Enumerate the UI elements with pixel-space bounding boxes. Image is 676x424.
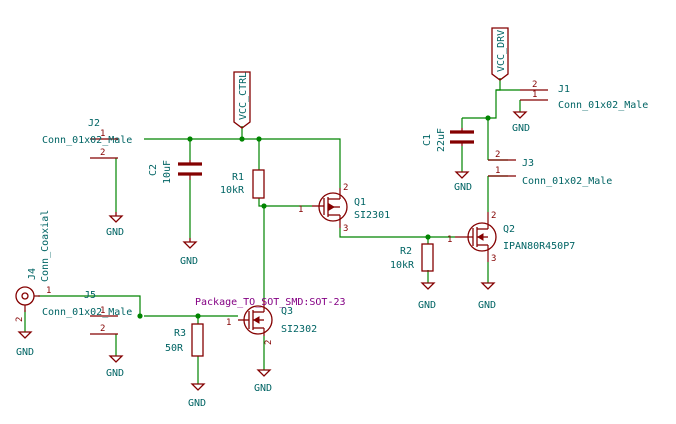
junctions xyxy=(137,115,491,319)
resistor-r3[interactable]: R3 50R xyxy=(165,323,204,357)
value-r1: 10kR xyxy=(220,185,245,196)
capacitor-c2[interactable]: C2 10uF xyxy=(148,160,202,184)
svg-text:3: 3 xyxy=(491,254,496,264)
ref-q2: Q2 xyxy=(503,224,515,235)
gnd-symbol-j1: GND xyxy=(512,111,530,134)
value-c1: 22uF xyxy=(436,128,447,152)
svg-text:GND: GND xyxy=(512,123,530,134)
gnd-symbol-j4: GND xyxy=(16,331,34,358)
ref-q1: Q1 xyxy=(354,197,366,208)
svg-text:1: 1 xyxy=(226,318,231,328)
ref-j4: J4 xyxy=(27,268,38,280)
value-q2: IPAN80R450P7 xyxy=(503,241,575,252)
svg-text:GND: GND xyxy=(418,300,436,311)
capacitor-c1[interactable]: C1 22uF xyxy=(422,128,474,152)
svg-text:GND: GND xyxy=(16,347,34,358)
gnd-symbols: GND GND GND GND GND GND GND GND xyxy=(16,111,530,409)
value-j2: Conn_01x02_Male xyxy=(42,135,132,146)
gnd-symbol-j5: GND xyxy=(106,355,124,379)
mosfet-q2[interactable]: 1 2 3 Q2 IPAN80R450P7 xyxy=(447,211,575,264)
svg-text:2: 2 xyxy=(15,317,25,322)
svg-text:GND: GND xyxy=(180,256,198,267)
value-r3: 50R xyxy=(165,343,184,354)
svg-text:3: 3 xyxy=(343,224,348,234)
svg-text:2: 2 xyxy=(491,211,496,221)
net-label-vcc-ctrl: VCC_CTRL xyxy=(238,72,249,120)
svg-text:1: 1 xyxy=(447,235,452,245)
svg-text:GND: GND xyxy=(254,383,272,394)
value-q1: SI2301 xyxy=(354,210,390,221)
gnd-symbol-j2: GND xyxy=(106,212,124,238)
net-label-vcc-drv: VCC_DRV xyxy=(496,30,507,72)
connector-j5[interactable]: 1 2 J5 Conn_01x02_Male xyxy=(42,290,132,335)
package-q3: Package_TO_SOT_SMD:SOT-23 xyxy=(195,297,346,308)
junction-dot xyxy=(187,136,193,142)
junction-dot xyxy=(137,313,143,319)
gnd-symbol-q3: GND xyxy=(254,369,272,394)
svg-text:1: 1 xyxy=(532,90,537,100)
ref-j1: J1 xyxy=(558,84,570,95)
resistor-r1[interactable]: R1 10kR xyxy=(220,169,265,199)
gnd-symbol-r3: GND xyxy=(188,383,206,409)
svg-text:2: 2 xyxy=(532,80,537,90)
svg-text:GND: GND xyxy=(106,368,124,379)
value-j4: Conn_Coaxial xyxy=(40,210,51,282)
svg-text:1: 1 xyxy=(100,129,105,139)
svg-text:1: 1 xyxy=(100,306,105,316)
svg-text:GND: GND xyxy=(478,300,496,311)
connector-j1[interactable]: 2 1 J1 Conn_01x02_Male xyxy=(520,80,648,111)
svg-text:2: 2 xyxy=(264,340,274,345)
value-j3: Conn_01x02_Male xyxy=(522,176,612,187)
value-j5: Conn_01x02_Male xyxy=(42,307,132,318)
svg-text:1: 1 xyxy=(46,286,51,296)
gnd-symbol-q2: GND xyxy=(478,282,496,311)
svg-text:2: 2 xyxy=(495,150,500,160)
connector-j2[interactable]: 1 2 J2 Conn_01x02_Male xyxy=(42,118,132,159)
value-r2: 10kR xyxy=(390,260,415,271)
ref-r2: R2 xyxy=(400,246,412,257)
gnd-symbol-r2: GND xyxy=(418,282,436,311)
svg-text:2: 2 xyxy=(100,324,105,334)
gnd-symbol-c1: GND xyxy=(454,171,472,193)
svg-text:2: 2 xyxy=(343,183,348,193)
wires xyxy=(24,78,521,384)
junction-dot xyxy=(195,313,201,319)
ref-c2: C2 xyxy=(148,164,159,176)
junction-dot xyxy=(256,136,262,142)
connector-j3[interactable]: 2 1 J3 Conn_01x02_Male xyxy=(488,150,612,187)
svg-text:1: 1 xyxy=(495,166,500,176)
junction-dot xyxy=(239,136,245,142)
ref-j2: J2 xyxy=(88,118,100,129)
value-c2: 10uF xyxy=(162,160,173,184)
svg-text:GND: GND xyxy=(454,182,472,193)
power-port-vcc-drv[interactable]: VCC_DRV xyxy=(491,27,509,81)
svg-text:2: 2 xyxy=(100,148,105,158)
junction-dot xyxy=(261,203,267,209)
value-j1: Conn_01x02_Male xyxy=(558,100,648,111)
ref-r1: R1 xyxy=(232,172,244,183)
svg-text:GND: GND xyxy=(188,398,206,409)
value-q3: SI2302 xyxy=(281,324,317,335)
ref-j5: J5 xyxy=(84,290,96,301)
power-port-vcc-ctrl[interactable]: VCC_CTRL xyxy=(233,71,251,129)
ref-c1: C1 xyxy=(422,134,433,146)
svg-text:GND: GND xyxy=(106,227,124,238)
svg-text:1: 1 xyxy=(298,205,303,215)
ref-r3: R3 xyxy=(174,328,186,339)
mosfet-q1[interactable]: 1 2 3 Q1 SI2301 xyxy=(298,183,390,234)
ref-q3: Q3 xyxy=(281,306,293,317)
gnd-symbol-c2: GND xyxy=(180,238,198,267)
junction-dot xyxy=(485,115,491,121)
ref-j3: J3 xyxy=(522,158,534,169)
connector-j4-coax[interactable]: 1 2 J4 Conn_Coaxial xyxy=(15,210,51,322)
junction-dot xyxy=(425,234,431,240)
resistor-r2[interactable]: R2 10kR xyxy=(390,243,434,272)
mosfet-q3[interactable]: 1 2 Q3 SI2302 Package_TO_SOT_SMD:SOT-23 xyxy=(195,297,346,345)
